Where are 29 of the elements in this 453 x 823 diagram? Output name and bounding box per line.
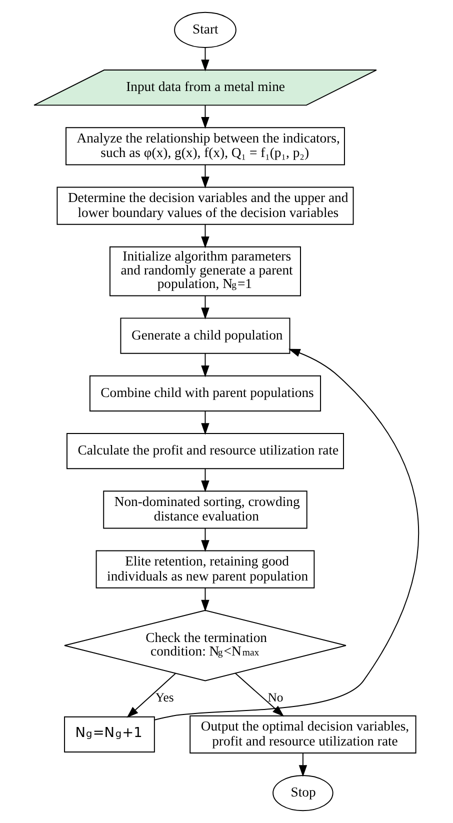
arrow — [201, 352, 210, 378]
arrow — [298, 752, 308, 777]
arrow — [201, 104, 210, 129]
arrow — [126, 673, 176, 718]
arrow — [201, 47, 210, 72]
node-box: Generate a child population — [120, 318, 290, 354]
arrow — [201, 587, 210, 612]
node-box: Elite retention, retaining good individuals as new parent population — [96, 550, 315, 588]
node-box: Non-dominated sorting, crowding distance evaluation — [103, 490, 308, 529]
node-ellipse: Start — [174, 12, 236, 48]
node-box: Calculate the profit and resource utilization rate — [66, 433, 344, 470]
node-box: Determine the decision variables and the upper and lower boundary values of the decision variables — [56, 186, 354, 225]
edge-label: No — [268, 690, 284, 705]
arrow — [201, 295, 210, 320]
arrow — [201, 410, 210, 435]
arrow — [201, 224, 210, 248]
node-ellipse: Stop — [272, 774, 334, 812]
arrow — [234, 672, 284, 717]
node-diamond: Check the termination condition: Ng<Nmax — [64, 610, 346, 682]
node-box: Ng=Ng+1 — [64, 716, 155, 752]
node-box: Analyze the relationship between the indicators, such as φ(x), g(x), f(x), Q₁ = f₁(p₁, p₂) — [66, 127, 345, 166]
node-box: Combine child with parent populations — [89, 375, 322, 412]
arrow — [154, 348, 419, 720]
arrow — [201, 528, 210, 552]
arrow — [201, 164, 210, 188]
node-box: Initialize algorithm parameters and randomly generate a parent population, Ng=1 — [109, 246, 301, 296]
node-box: Output the optimal decision variables, profit and resource utilization rate — [190, 715, 416, 754]
edge-label: Yes — [155, 690, 174, 705]
arrow — [201, 468, 210, 492]
